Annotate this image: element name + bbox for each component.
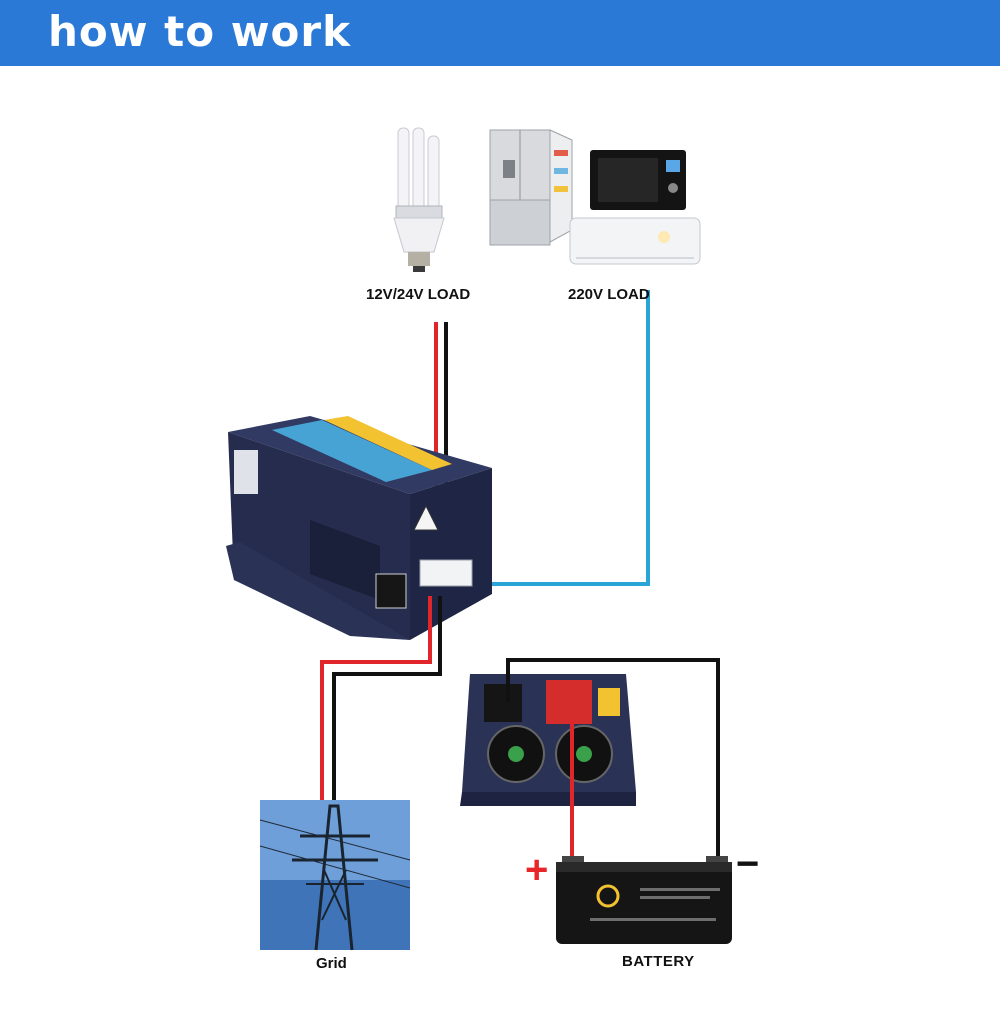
microwave-icon (590, 150, 686, 210)
grid-wires (320, 596, 442, 802)
battery-minus-sign: − (736, 842, 760, 886)
battery-label: BATTERY (622, 953, 695, 970)
inverter-rear-icon (460, 674, 636, 806)
page-title: how to work (48, 7, 352, 56)
header-banner: how to work (0, 0, 1000, 66)
battery-plus-sign: + (525, 848, 549, 892)
ac-load-label: 220V LOAD (568, 286, 650, 303)
battery-wires (506, 658, 720, 862)
air-conditioner-icon (569, 217, 701, 265)
inverter-icon (226, 416, 492, 640)
cfl-bulb-icon (393, 127, 445, 272)
battery-icon (556, 856, 732, 944)
dc-load-label: 12V/24V LOAD (366, 286, 471, 303)
power-tower-icon (259, 800, 411, 951)
grid-label: Grid (316, 955, 347, 972)
refrigerator-icon (489, 129, 573, 246)
